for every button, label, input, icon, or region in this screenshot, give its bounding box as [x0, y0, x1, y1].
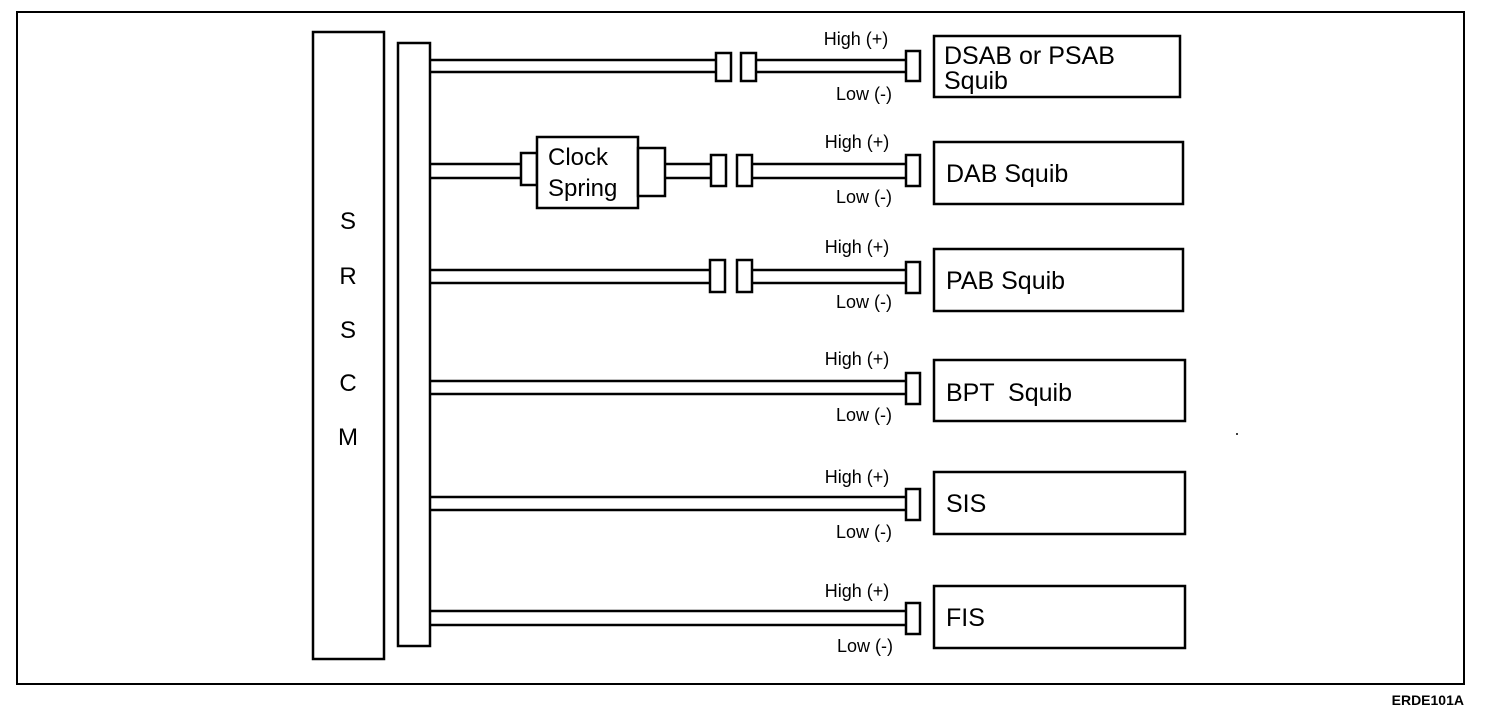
srscm-letter: S: [340, 317, 356, 344]
squib-box: [932, 140, 1185, 206]
clock-spring-label-line2: Spring: [548, 175, 617, 202]
diagram-frame: [16, 11, 1465, 685]
inline-connector-left: [714, 51, 733, 83]
low-label: Low (-): [836, 292, 892, 312]
figure-code: ERDE101A: [1392, 692, 1464, 708]
low-label: Low (-): [836, 84, 892, 104]
squib-label: BPT Squib: [946, 379, 1072, 407]
squib-label: DSAB or PSAB: [944, 42, 1115, 70]
clock-spring-connector-in: [519, 151, 539, 187]
clock-spring-connector-out: [636, 146, 667, 198]
inline-connector-right: [735, 258, 754, 294]
circuit-sis: High (+) Low (-) SIS: [430, 467, 1187, 542]
wire-pair: [430, 609, 906, 627]
circuit-dsab-psab: High (+) Low (-) DSAB or PSAB Squib: [430, 29, 1182, 104]
low-label: Low (-): [837, 636, 893, 656]
module-connector-bar: [396, 41, 432, 648]
circuit-bpt: High (+) Low (-) BPT Squib: [430, 349, 1187, 425]
high-label: High (+): [825, 467, 890, 487]
squib-box: [932, 470, 1187, 536]
squib-label: SIS: [946, 490, 986, 518]
low-label: Low (-): [836, 187, 892, 207]
wire-pair: [430, 162, 906, 180]
squib-connector: [904, 49, 922, 83]
high-label: High (+): [825, 132, 890, 152]
wire-pair: [430, 58, 906, 74]
srscm-letter: M: [338, 424, 358, 451]
squib-box: [932, 34, 1182, 99]
squib-box: [932, 584, 1187, 650]
squib-label: DAB Squib: [946, 160, 1068, 188]
srscm-letter: S: [340, 208, 356, 235]
wire-pair: [430, 379, 906, 396]
wire-pair: [430, 268, 906, 285]
high-label: High (+): [825, 581, 890, 601]
low-label: Low (-): [836, 405, 892, 425]
squib-box: [932, 247, 1185, 313]
inline-connector-right: [739, 51, 758, 83]
circuit-fis: High (+) Low (-) FIS: [430, 581, 1187, 656]
srscm-letter: R: [339, 263, 356, 290]
squib-box: [932, 358, 1187, 423]
inline-connector-right: [735, 153, 754, 188]
squib-connector: [904, 153, 922, 188]
squib-label: PAB Squib: [946, 267, 1065, 295]
stray-mark: [1236, 433, 1238, 435]
squib-connector: [904, 601, 922, 636]
clock-spring-label: Clock: [548, 144, 609, 171]
inline-connector-left: [708, 258, 727, 294]
low-label: Low (-): [836, 522, 892, 542]
squib-label-line2: Squib: [944, 67, 1008, 95]
wire-pair: [430, 495, 906, 512]
inline-connector-left: [709, 153, 728, 188]
high-label: High (+): [825, 349, 890, 369]
squib-connector: [904, 371, 922, 406]
circuit-dab: Clock Spring High (+) Low (-) DAB Squib: [430, 132, 1185, 210]
squib-connector: [904, 260, 922, 295]
circuit-pab: High (+) Low (-) PAB Squib: [430, 237, 1185, 313]
high-label: High (+): [825, 237, 890, 257]
squib-connector: [904, 487, 922, 522]
squib-label: FIS: [946, 604, 985, 632]
srscm-letter: C: [339, 370, 356, 397]
high-label: High (+): [824, 29, 889, 49]
srscm-module-label: S R S C M: [338, 208, 358, 451]
srscm-module-box: [311, 30, 386, 661]
